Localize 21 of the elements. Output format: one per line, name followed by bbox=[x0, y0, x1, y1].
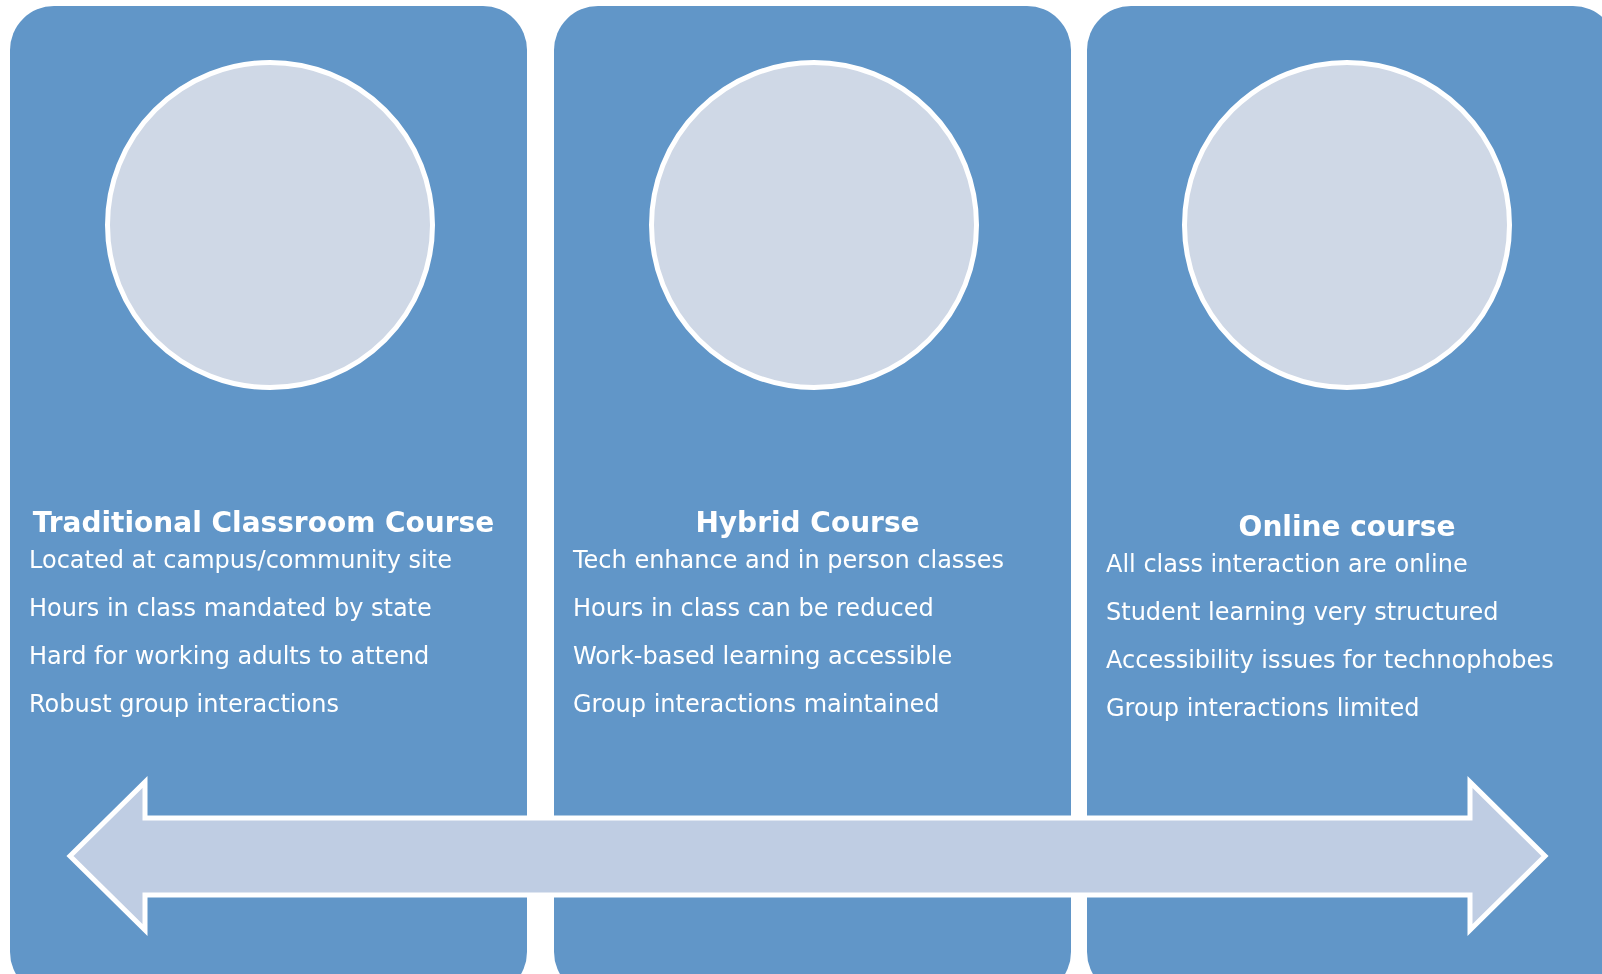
list-item: Work-based learning accessible bbox=[573, 642, 953, 670]
column-heading: Hybrid Course bbox=[694, 506, 921, 539]
list-item: Group interactions limited bbox=[1106, 694, 1420, 722]
list-item: Student learning very structured bbox=[1106, 598, 1499, 626]
circle bbox=[649, 60, 979, 390]
list-item: Located at campus/community site bbox=[29, 546, 452, 574]
list-item: Hard for working adults to attend bbox=[29, 642, 430, 670]
column-panel bbox=[554, 6, 1071, 974]
circle bbox=[1182, 60, 1512, 390]
list-item: Robust group interactions bbox=[29, 690, 339, 718]
list-item: Group interactions maintained bbox=[573, 690, 940, 718]
circle bbox=[105, 60, 435, 390]
column-heading: Online course bbox=[1237, 510, 1457, 543]
list-item: Tech enhance and in person classes bbox=[573, 546, 1005, 574]
list-item: Hours in class mandated by state bbox=[29, 594, 432, 622]
column-panel bbox=[1087, 6, 1602, 974]
column-heading: Traditional Classroom Course bbox=[31, 506, 496, 539]
list-item: Hours in class can be reduced bbox=[573, 594, 934, 622]
list-item: All class interaction are online bbox=[1106, 550, 1468, 578]
column-panel bbox=[10, 6, 527, 974]
list-item: Accessibility issues for technophobes bbox=[1106, 646, 1554, 674]
